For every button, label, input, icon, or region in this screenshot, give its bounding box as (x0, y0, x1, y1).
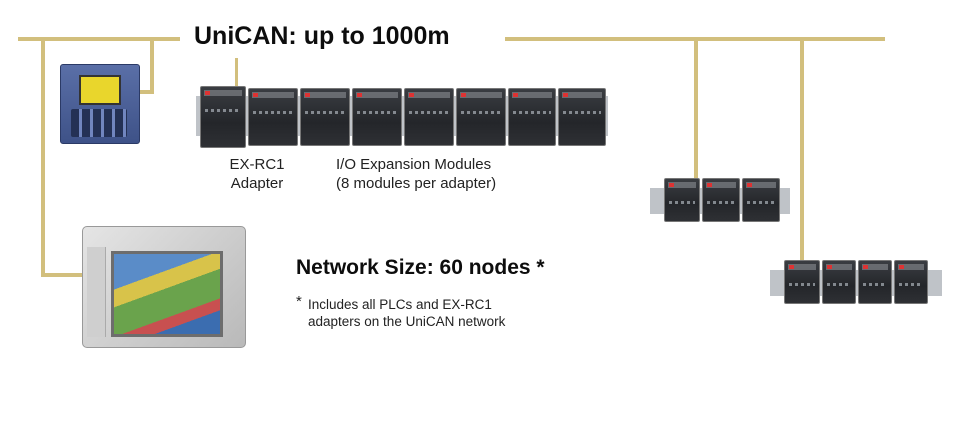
network-cable-to-small-plc-v (150, 37, 154, 92)
remote-adapter-1 (664, 178, 700, 222)
modules-label-line1: I/O Expansion Modules (336, 155, 496, 174)
network-cable-left-vertical (41, 37, 45, 277)
modules-label-line2: (8 modules per adapter) (336, 174, 496, 193)
adapter-label-line1: EX-RC1 (222, 155, 292, 174)
hmi-side-bezel (87, 247, 106, 337)
remote-2-io-module-1 (822, 260, 856, 304)
network-size-heading: Network Size: 60 nodes * (296, 256, 545, 280)
network-cable-to-adapter (235, 58, 238, 88)
adapter-label-line2: Adapter (222, 174, 292, 193)
diagram-title: UniCAN: up to 1000m (194, 22, 450, 51)
plc-keypad (71, 109, 127, 137)
footnote-line1: Includes all PLCs and EX-RC1 (308, 296, 505, 313)
io-module-1 (248, 88, 298, 146)
io-module-6 (508, 88, 556, 146)
io-module-4 (404, 88, 454, 146)
network-cable-to-small-plc-h (138, 90, 154, 94)
plc-screen (79, 75, 121, 105)
footnote-line2: adapters on the UniCAN network (308, 313, 505, 330)
network-cable-drop-2 (800, 37, 804, 262)
remote-2-io-module-2 (858, 260, 892, 304)
footnote-mark: * (296, 293, 302, 310)
network-cable-drop-1 (694, 37, 698, 180)
remote-1-io-module-1 (702, 178, 740, 222)
hmi-screen (111, 251, 223, 337)
remote-adapter-2 (784, 260, 820, 304)
footnote-text: Includes all PLCs and EX-RC1 adapters on… (308, 296, 505, 330)
hmi-touch-panel (82, 226, 246, 348)
io-module-5 (456, 88, 506, 146)
io-module-2 (300, 88, 350, 146)
adapter-label: EX-RC1 Adapter (222, 155, 292, 193)
io-module-7 (558, 88, 606, 146)
remote-2-io-module-3 (894, 260, 928, 304)
small-plc-controller (60, 64, 140, 144)
modules-label: I/O Expansion Modules (8 modules per ada… (336, 155, 496, 193)
io-module-3 (352, 88, 402, 146)
ex-rc1-adapter (200, 86, 246, 148)
remote-1-io-module-2 (742, 178, 780, 222)
